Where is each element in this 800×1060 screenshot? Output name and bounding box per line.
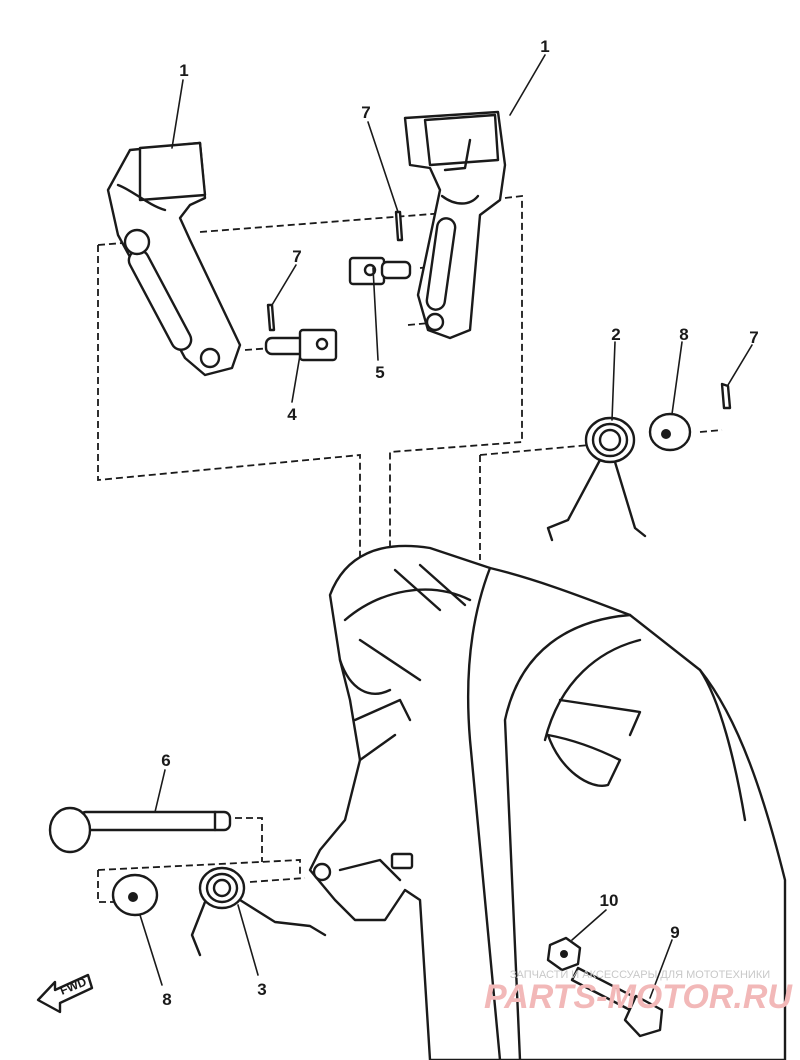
part-1-right-bracket [403,110,507,340]
callout-7-right: 7 [749,328,758,347]
callout-1-left: 1 [179,61,188,80]
callout-3: 3 [257,980,266,999]
callout-4: 4 [287,405,297,424]
watermark: ЗАПЧАСТИ И АКСЕССУАРЫ ДЛЯ МОТОТЕХНИКИ PA… [484,969,793,1016]
part-7-cotter-pins [266,210,732,410]
part-8-washer-bottom [111,873,159,917]
part-4-clevis-pin [264,328,338,362]
part-5-clevis-pin [348,256,412,286]
callout-7-left: 7 [292,247,301,266]
callout-9: 9 [670,923,679,942]
forward-arrow-icon: FWD [36,973,94,1014]
callout-2: 2 [611,325,620,344]
callout-numbers: 1 1 7 7 5 4 2 8 7 6 8 3 10 9 [161,37,758,1009]
part-1-left-bracket [106,141,242,377]
callout-1-right: 1 [540,37,549,56]
part-9-bolt [570,966,664,1038]
main-housing [308,544,787,1060]
callout-8-bottom: 8 [162,990,171,1009]
part-6-long-pin [48,806,232,854]
callout-5: 5 [375,363,384,382]
callout-8-top: 8 [679,325,688,344]
watermark-tagline: ЗАПЧАСТИ И АКСЕССУАРЫ ДЛЯ МОТОТЕХНИКИ [510,969,770,981]
part-2-torsion-spring [546,416,647,542]
callout-7-top: 7 [361,103,370,122]
callout-6: 6 [161,751,170,770]
watermark-brand: PARTS-MOTOR.RU [484,978,793,1016]
callout-10: 10 [600,891,619,910]
leader-lines [139,54,753,999]
part-8-washer-top [648,412,692,452]
part-10-nut [546,936,582,972]
part-3-torsion-spring [190,866,327,957]
